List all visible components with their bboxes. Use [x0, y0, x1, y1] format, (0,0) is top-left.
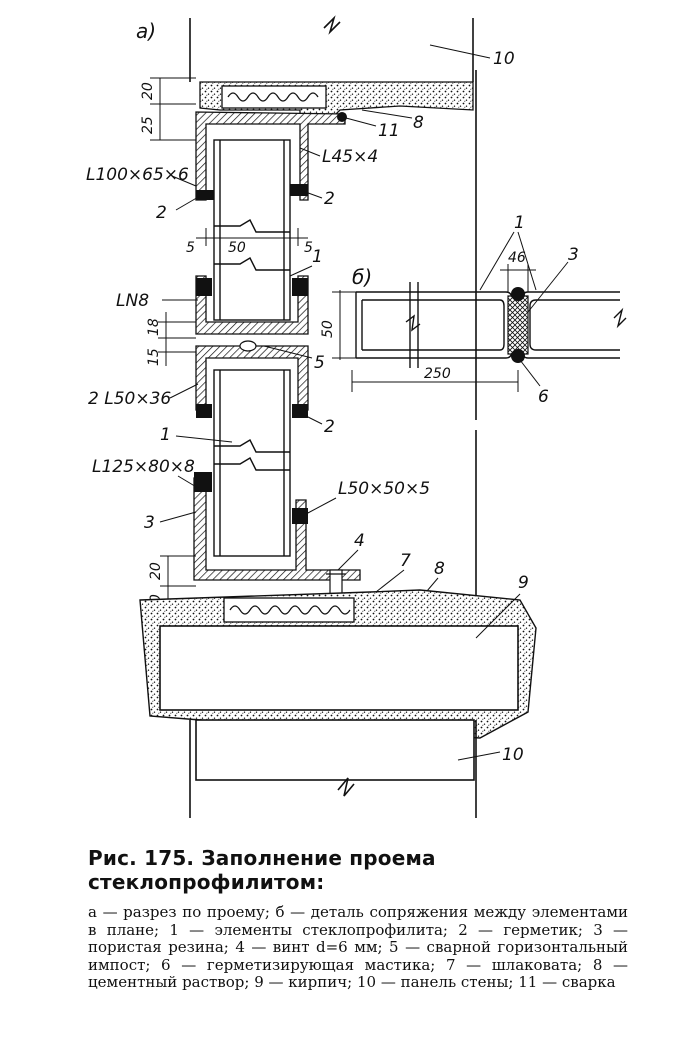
dim-50-mid: 50 — [228, 240, 246, 256]
label-11: 11 — [378, 121, 400, 141]
section-a-label: а) — [136, 19, 156, 43]
top-slag-wool — [221, 85, 327, 109]
mastic-top — [511, 287, 525, 301]
bottom-coil — [229, 605, 351, 615]
dim-5-left: 5 — [186, 240, 195, 256]
porous-rubber — [507, 295, 529, 355]
label-1-top: 1 — [312, 247, 323, 267]
dim-18: 18 — [146, 318, 162, 336]
dim-15: 15 — [146, 348, 162, 366]
label-3-b: 3 — [568, 245, 579, 265]
bottom-slag-wool — [223, 597, 355, 623]
drawing: а) 10 8 11 L45×4 L100×65×6 20 — [86, 15, 627, 818]
label-1-b: 1 — [514, 213, 525, 233]
label-1-mid: 1 — [160, 425, 171, 445]
label-6: 6 — [538, 387, 549, 407]
label-angle-45: L45×4 — [322, 147, 378, 167]
top-coil — [227, 92, 319, 102]
glass-profile-lower — [213, 369, 291, 557]
brick — [159, 625, 519, 711]
label-7: 7 — [400, 551, 411, 571]
label-9: 9 — [518, 573, 529, 593]
mastic-bottom — [511, 349, 525, 363]
label-10-bot: 10 — [502, 745, 524, 765]
label-angle-125: L125×80×8 — [92, 457, 195, 477]
label-4: 4 — [354, 531, 365, 551]
weld-dot — [337, 112, 347, 122]
dim-250: 250 — [424, 366, 451, 382]
dim-46: 46 — [508, 250, 526, 266]
label-8-top: 8 — [413, 113, 424, 133]
label-angle-50-50: L50×50×5 — [338, 479, 430, 499]
label-8-bot: 8 — [434, 559, 445, 579]
label-channel-n8: LN8 — [116, 291, 149, 311]
impost — [195, 275, 309, 418]
label-10-top: 10 — [493, 49, 515, 69]
dim-50-b: 50 — [320, 320, 336, 338]
figure-caption: Рис. 175. Заполнение проема стеклопрофил… — [88, 846, 628, 992]
top-frame — [195, 111, 347, 201]
dim-chain-top — [150, 77, 196, 141]
dim-25: 25 — [140, 116, 156, 134]
lower-wall-panel — [189, 719, 477, 818]
dim-width — [196, 228, 308, 246]
bottom-frame — [193, 472, 361, 599]
label-angle-100: L100×65×6 — [86, 165, 189, 185]
glass-profile-upper — [213, 139, 291, 321]
dim-20-top: 20 — [140, 82, 156, 100]
label-3-a: 3 — [144, 513, 155, 533]
dim-20-bot: 20 — [148, 562, 164, 580]
dim-chain-mid — [158, 312, 196, 366]
upper-wall-panel — [189, 15, 477, 600]
caption-title: Рис. 175. Заполнение проема стеклопрофил… — [88, 846, 436, 894]
plan-detail — [355, 282, 627, 368]
section-b-label: б) — [352, 265, 372, 289]
dim-5-right: 5 — [304, 240, 313, 256]
caption-body: а — разрез по проему; б — деталь сопряже… — [88, 903, 628, 991]
label-5: 5 — [314, 353, 325, 373]
label-2-left-top: 2 — [156, 203, 167, 223]
label-2-right-top: 2 — [324, 189, 335, 209]
label-angle-2-50: 2 L50×36 — [88, 389, 171, 409]
label-2-right-bot: 2 — [324, 417, 335, 437]
